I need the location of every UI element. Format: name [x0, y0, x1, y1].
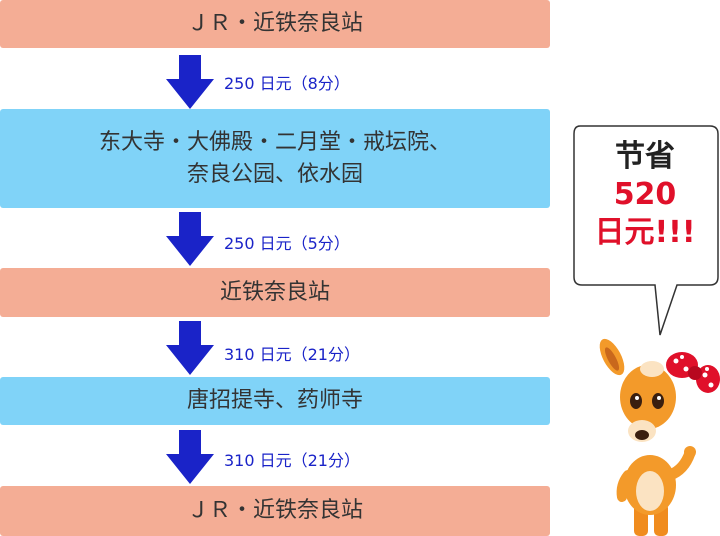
speech-bubble [573, 125, 719, 336]
station-label: 近铁奈良站 [219, 279, 330, 305]
red-bow-icon [666, 352, 720, 393]
fare-label: 310 日元（21分） [224, 451, 360, 470]
fare-label: 250 日元（8分） [224, 74, 350, 93]
station-label: ＪＲ・近铁奈良站 [186, 11, 363, 36]
down-arrow-icon [166, 212, 214, 266]
fare-label: 250 日元（5分） [224, 234, 350, 253]
savings-amount: 520 [613, 177, 677, 212]
down-arrow-icon [166, 55, 214, 109]
station-label: ＪＲ・近铁奈良站 [186, 498, 363, 523]
station-box-jr-kintetsu-nara-start: ＪＲ・近铁奈良站 [0, 0, 550, 48]
station-box-todaiji-area: 东大寺・大佛殿・二月堂・戒坛院、 奈良公园、依水园 [0, 109, 550, 208]
savings-label: 节省 [615, 139, 675, 174]
fare-label: 310 日元（21分） [224, 345, 360, 364]
station-box-kintetsu-nara: 近铁奈良站 [0, 268, 550, 317]
station-label: 东大寺・大佛殿・二月堂・戒坛院、 奈良公园、依水园 [98, 129, 451, 187]
deer-mascot-icon [599, 338, 720, 536]
station-box-toshodaiji-yakushiji: 唐招提寺、药师寺 [0, 377, 550, 425]
down-arrow-icon [166, 430, 214, 484]
savings-callout: 节省 520 日元!!! [574, 138, 716, 252]
station-label: 唐招提寺、药师寺 [186, 388, 363, 413]
station-box-jr-kintetsu-nara-end: ＪＲ・近铁奈良站 [0, 486, 550, 536]
savings-unit: 日元!!! [594, 215, 696, 250]
down-arrow-icon [166, 321, 214, 375]
